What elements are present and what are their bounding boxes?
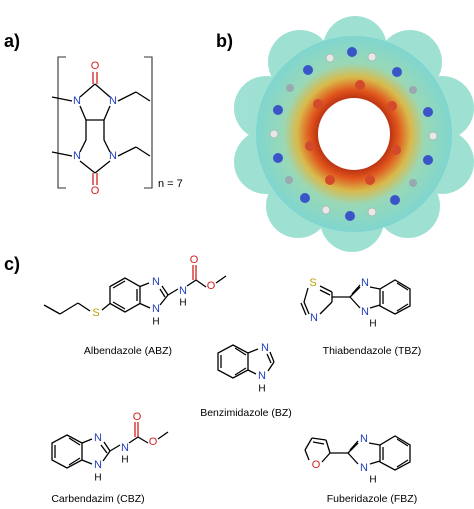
cbz-name: Carbendazim (CBZ) (51, 493, 144, 505)
atom-nitrogen-top-left: N (73, 95, 81, 107)
fbz-atom-h: H (369, 475, 376, 486)
carbendazim-structure: N N H N H O O Carbendazim (CBZ) (51, 411, 169, 505)
atom-oxygen-top: O (91, 60, 100, 72)
repeat-count-label: n = 7 (158, 178, 183, 190)
panel-b-label: b) (216, 31, 233, 51)
fuberidazole-structure: O N N H Fuberidazole (FBZ) (304, 433, 417, 505)
benzimidazole-structure: N N H Benzimidazole (BZ) (200, 342, 292, 419)
abz-name: Albendazole (ABZ) (84, 345, 172, 357)
bz-atom-n3: N (261, 342, 269, 354)
bz-atom-h: H (258, 384, 265, 395)
cbz-atom-h1: H (94, 473, 101, 484)
tbz-atom-n1: N (361, 306, 369, 318)
atom-nitrogen-bottom-left: N (73, 150, 81, 162)
panel-a-label: a) (4, 31, 20, 51)
repeat-bracket-left (57, 56, 66, 189)
fbz-atom-n3: N (360, 433, 368, 445)
fbz-atom-n1: N (360, 462, 368, 474)
cbz-atom-o-carbonyl: O (133, 411, 142, 423)
abz-atom-nh: N (179, 285, 187, 297)
repeat-bracket-right (144, 56, 153, 189)
abz-atom-n3: N (152, 276, 160, 288)
tbz-name: Thiabendazole (TBZ) (323, 345, 422, 357)
panel-c: c) N N H N H O O (4, 254, 421, 505)
cavity (318, 98, 390, 170)
atom-balls (269, 47, 438, 221)
atom-oxygen-bottom: O (91, 185, 100, 197)
panel-a: a) n = 7 O N N N N (4, 31, 183, 197)
panel-b: b) (216, 16, 474, 252)
abz-atom-h2: H (179, 298, 186, 309)
abz-atom-o-ester: O (207, 280, 216, 292)
tbz-atom-h: H (369, 319, 376, 330)
panel-c-label: c) (4, 254, 20, 274)
abz-atom-o-carbonyl: O (190, 254, 199, 266)
abz-atom-n1: N (152, 303, 160, 315)
tbz-atom-n-thiazole: N (310, 312, 318, 324)
tbz-atom-s: S (309, 277, 316, 289)
abz-atom-h1: H (152, 317, 159, 328)
cbz-atom-nh: N (121, 442, 129, 454)
thiabendazole-structure: S N N N H Thiabendazole (TBZ) (300, 277, 422, 357)
glycoluril-unit: O N N N N O (51, 60, 151, 197)
atom-nitrogen-bottom-right: N (109, 150, 117, 162)
bz-atom-n1: N (258, 370, 266, 382)
albendazole-structure: N N H N H O O S Albendazole (ABZ) (43, 254, 227, 357)
cbz-atom-n3: N (94, 432, 102, 444)
tbz-atom-n3: N (361, 277, 369, 289)
cucurbituril-esp-surface (234, 16, 474, 252)
abz-atom-s: S (92, 307, 99, 319)
fbz-name: Fuberidazole (FBZ) (327, 493, 417, 505)
cbz-atom-h2: H (121, 455, 128, 466)
fbz-atom-o: O (312, 459, 321, 471)
cbz-atom-n1: N (94, 459, 102, 471)
atom-nitrogen-top-right: N (109, 95, 117, 107)
bz-name: Benzimidazole (BZ) (200, 407, 292, 419)
cbz-atom-o-ester: O (149, 436, 158, 448)
